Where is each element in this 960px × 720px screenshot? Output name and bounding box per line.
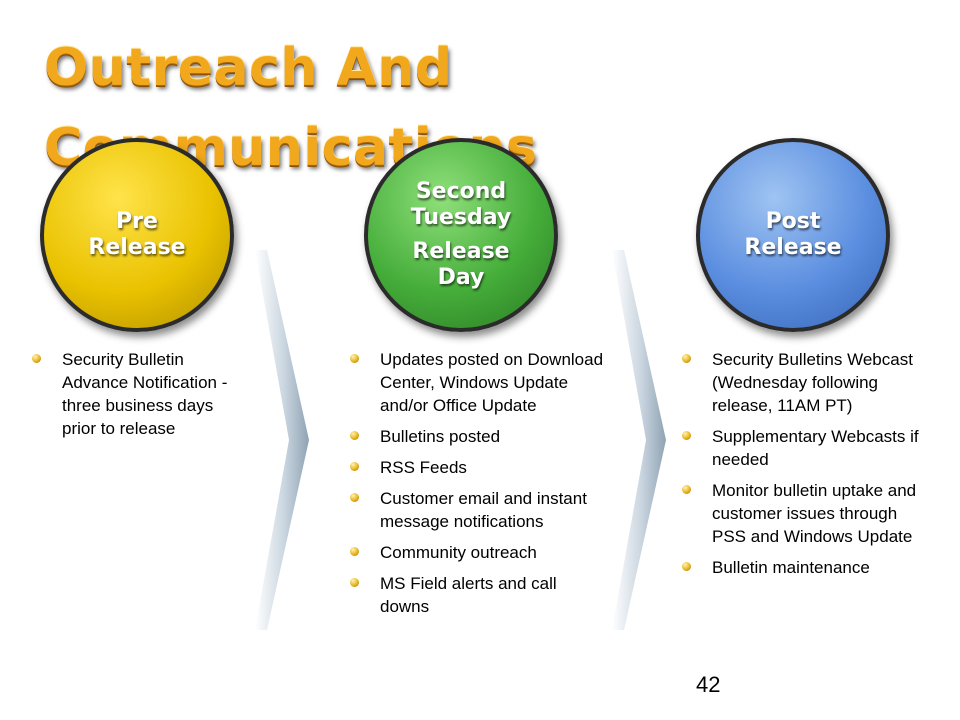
pre-release-label: Pre Release [88, 209, 186, 260]
bullet-text: Monitor bulletin uptake and customer iss… [712, 481, 917, 546]
flow-arrow-2-icon [612, 250, 666, 630]
post-release-circle: Post Release [696, 138, 890, 332]
bullet-item: Monitor bulletin uptake and customer iss… [680, 479, 920, 548]
bullet-dot-icon [350, 578, 359, 587]
bullet-item: Community outreach [348, 541, 608, 564]
release-day-circle: Second Tuesday Release Day [364, 138, 558, 332]
bullet-dot-icon [350, 493, 359, 502]
second-tuesday-label: Second Tuesday [410, 179, 512, 230]
bullet-item: Supplementary Webcasts if needed [680, 425, 920, 471]
bullet-text: Bulletin maintenance [712, 558, 870, 577]
post-release-bullet-list: Security Bulletins Webcast (Wednesday fo… [680, 348, 920, 587]
bullet-item: MS Field alerts and call downs [348, 572, 608, 618]
flow-arrow-1-icon [255, 250, 309, 630]
bullet-dot-icon [350, 462, 359, 471]
post-release-label: Post Release [744, 209, 842, 260]
release-day-label: Release Day [412, 239, 510, 290]
bullet-text: RSS Feeds [380, 458, 467, 477]
page-number: 42 [696, 672, 721, 697]
release-day-bullet-list: Updates posted on Download Center, Windo… [348, 348, 608, 626]
stage-post-release: Post Release Security Bulletins Webcast … [650, 0, 940, 720]
bullet-dot-icon [682, 485, 691, 494]
bullet-dot-icon [682, 562, 691, 571]
bullet-text: Security Bulletins Webcast (Wednesday fo… [712, 350, 913, 415]
bullet-item: Updates posted on Download Center, Windo… [348, 348, 608, 417]
pre-release-bullet-list: Security Bulletin Advance Notification -… [30, 348, 250, 448]
bullet-dot-icon [350, 547, 359, 556]
bullet-text: Customer email and instant message notif… [380, 489, 587, 531]
bullet-item: Bulletins posted [348, 425, 608, 448]
bullet-item: RSS Feeds [348, 456, 608, 479]
bullet-text: MS Field alerts and call downs [380, 574, 557, 616]
bullet-dot-icon [350, 431, 359, 440]
bullet-dot-icon [682, 431, 691, 440]
pre-release-circle: Pre Release [40, 138, 234, 332]
bullet-item: Security Bulletin Advance Notification -… [30, 348, 250, 440]
bullet-text: Bulletins posted [380, 427, 501, 446]
stage-pre-release: Pre Release Security Bulletin Advance No… [0, 0, 290, 720]
bullet-text: Security Bulletin Advance Notification -… [62, 350, 228, 438]
bullet-item: Security Bulletins Webcast (Wednesday fo… [680, 348, 920, 417]
stage-release-day: Second Tuesday Release Day Updates poste… [320, 0, 610, 720]
bullet-item: Bulletin maintenance [680, 556, 920, 579]
bullet-text: Supplementary Webcasts if needed [712, 427, 919, 469]
bullet-text: Updates posted on Download Center, Windo… [380, 350, 604, 415]
bullet-text: Community outreach [380, 543, 537, 562]
bullet-dot-icon [350, 354, 359, 363]
bullet-item: Customer email and instant message notif… [348, 487, 608, 533]
bullet-dot-icon [682, 354, 691, 363]
bullet-dot-icon [32, 354, 41, 363]
